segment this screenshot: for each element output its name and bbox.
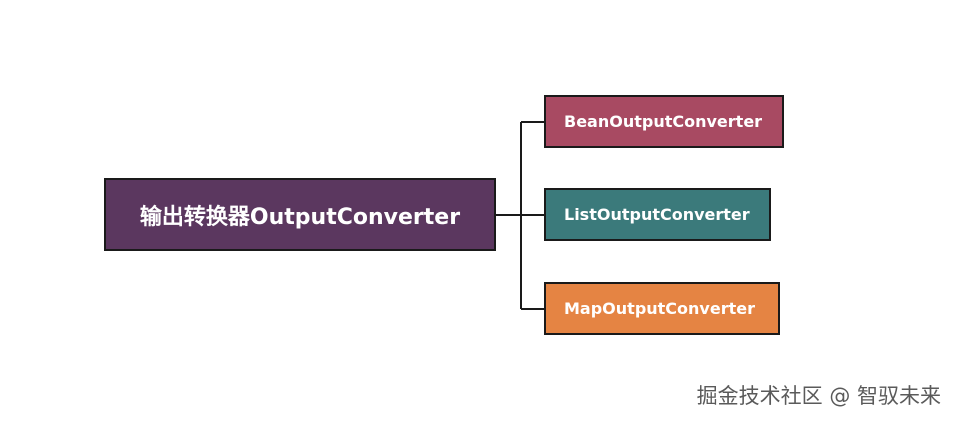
child-node-list-output-converter: ListOutputConverter bbox=[544, 188, 771, 241]
child-node-map-output-converter: MapOutputConverter bbox=[544, 282, 780, 335]
watermark: 掘金技术社区 @ 智驭未来 bbox=[696, 384, 941, 408]
child-node-bean-output-converter: BeanOutputConverter bbox=[544, 95, 784, 148]
root-node: 输出转换器OutputConverter bbox=[104, 178, 496, 251]
